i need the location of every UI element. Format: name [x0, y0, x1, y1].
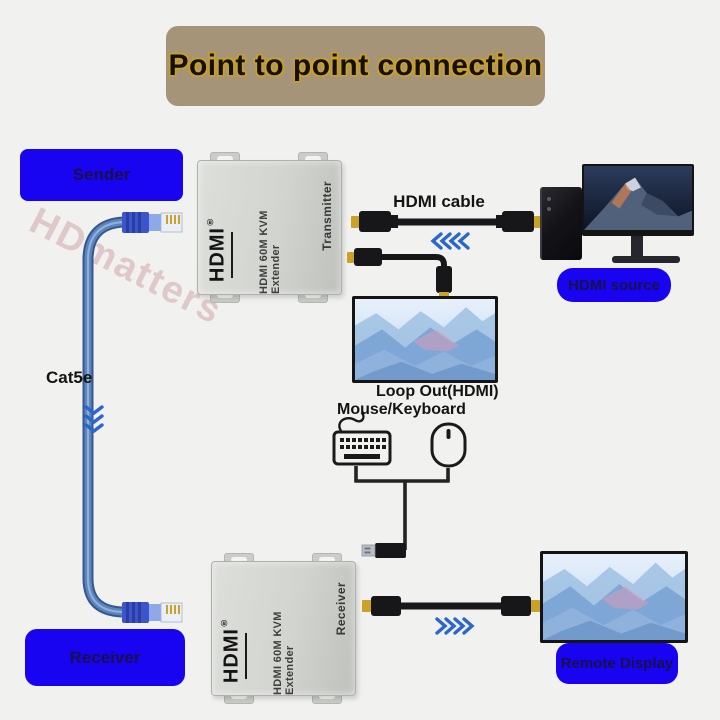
device-body: HDMI® HDMI 60M KVM Extender Transmitter: [197, 160, 342, 295]
title-banner: Point to point connection: [166, 26, 545, 106]
device-role-label: Receiver: [334, 582, 348, 636]
remote-display-label: Remote Display: [556, 643, 678, 684]
monitor-stand: [631, 236, 643, 258]
keyboard-icon: [332, 411, 392, 466]
power-button: [547, 197, 551, 201]
hdmi-cable-bottom: [362, 596, 540, 616]
mountain-blue-wallpaper: [355, 299, 495, 380]
drive-light: [547, 207, 551, 211]
loop-out-monitor: [352, 296, 498, 383]
mountain-blue-wallpaper: [543, 554, 685, 640]
rj45-connector-icon: [122, 602, 183, 623]
hdmi-cable-top: [351, 211, 542, 232]
monitor-stand-base: [612, 256, 680, 263]
cat5e-label: Cat5e: [46, 368, 93, 387]
pc-tower: [540, 187, 582, 260]
remote-display-monitor: [540, 551, 688, 643]
hdmi-source-label: HDMI source: [557, 268, 671, 302]
hdmi-logo-subtext-bar: [231, 232, 233, 278]
device-model-label: HDMI 60M KVM Extender: [257, 210, 282, 294]
sender-label: Sender: [20, 149, 183, 201]
hdmi-cable-label: HDMI cable: [393, 192, 485, 211]
hdmi-logo-subtext-bar: [245, 633, 247, 679]
source-monitor: [582, 164, 694, 236]
receiver-label: Receiver: [25, 629, 185, 686]
device-body: HDMI® HDMI 60M KVM Extender Receiver: [211, 561, 356, 696]
mouse-icon: [430, 422, 467, 468]
page-title: Point to point connection: [168, 49, 543, 82]
device-role-label: Transmitter: [320, 181, 334, 251]
mountain-night-wallpaper: [584, 166, 692, 230]
mouse-keyboard-label: Mouse/Keyboard: [337, 401, 466, 418]
hdmi-cable-loop: [347, 248, 452, 298]
device-model-label: HDMI 60M KVM Extender: [271, 611, 296, 695]
usb-connection-lines: [354, 466, 450, 550]
chevron-down-icon: [84, 405, 104, 434]
receiver-device: HDMI® HDMI 60M KVM Extender Receiver: [211, 553, 356, 705]
chevron-left-icon: [430, 232, 470, 250]
chevron-right-icon: [435, 617, 475, 635]
loop-out-label: Loop Out(HDMI): [376, 383, 499, 400]
transmitter-device: HDMI® HDMI 60M KVM Extender Transmitter: [197, 152, 342, 304]
usb-connector-icon: [361, 543, 406, 558]
rj45-connector-icon: [122, 212, 183, 233]
